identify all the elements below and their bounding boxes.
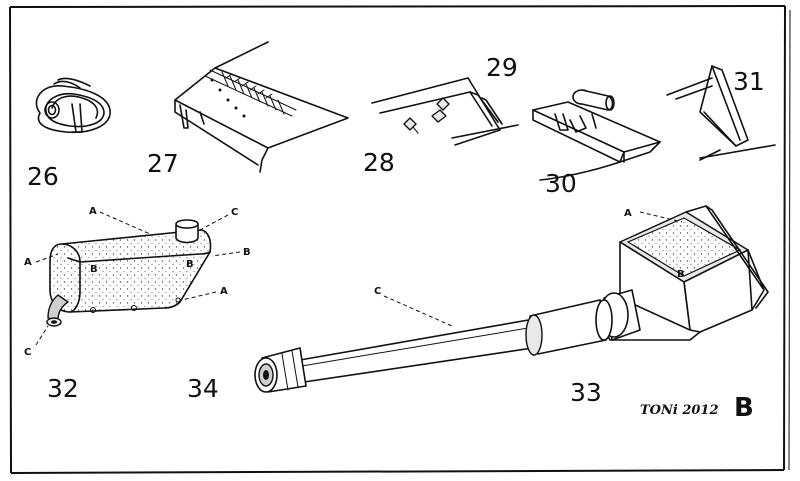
part-31-mudguard-flap xyxy=(666,65,776,161)
part-26-cable-coil xyxy=(35,77,111,134)
callout-a-left: A xyxy=(24,257,32,268)
callout-b-inner: B xyxy=(90,264,98,275)
part-28-29-hull-plate xyxy=(371,77,519,146)
part-number-30: 30 xyxy=(545,169,577,198)
tool-rack-hatching xyxy=(221,71,285,115)
part-number-31: 31 xyxy=(733,67,765,96)
part-number-34: 34 xyxy=(187,374,219,403)
part-33-callouts: A B C xyxy=(374,208,685,297)
part-32-muffler xyxy=(35,211,241,346)
part-32-callouts: A C A B B B A C xyxy=(24,206,251,358)
part-34-gun-barrel xyxy=(254,211,683,393)
part-number-28: 28 xyxy=(363,148,395,177)
part-number-27: 27 xyxy=(147,149,179,178)
callout-c-top: C xyxy=(231,207,238,218)
part-27-fender xyxy=(174,41,349,173)
part-number-26: 26 xyxy=(27,162,59,191)
callout-c-barrel: C xyxy=(374,286,381,297)
page-letter: B xyxy=(734,393,754,423)
callout-b-mantlet: B xyxy=(677,269,685,280)
callout-c-bottom: C xyxy=(24,347,31,358)
artist-signature: TONi 2012 xyxy=(640,403,719,418)
part-number-33: 33 xyxy=(570,378,602,407)
callout-a-right: A xyxy=(220,286,228,297)
part-number-29: 29 xyxy=(486,53,518,82)
part-number-32: 32 xyxy=(47,374,79,403)
part-30-headlight-bracket xyxy=(532,89,661,181)
callout-b-inner-right: B xyxy=(186,259,194,270)
callout-b-outer: B xyxy=(243,247,251,258)
part-numbers: 26 27 28 29 30 31 32 33 34 xyxy=(27,53,765,407)
page-frame xyxy=(9,5,791,474)
callout-a-mantlet: A xyxy=(624,208,632,219)
callout-a-top: A xyxy=(89,206,97,217)
